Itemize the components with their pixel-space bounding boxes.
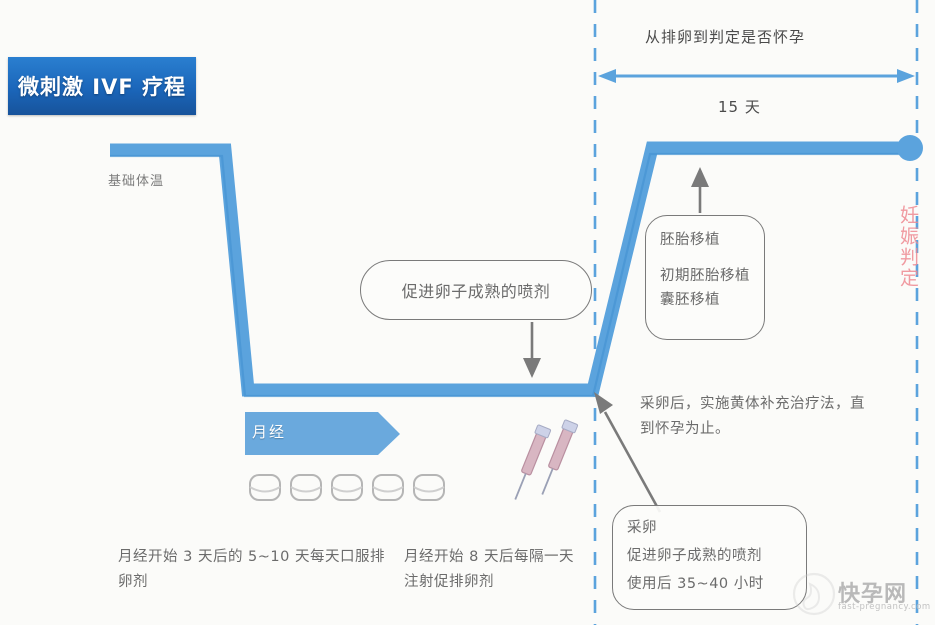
bbt-endpoint-dot <box>897 135 923 161</box>
pregnancy-verdict-label: 妊娠判定 <box>897 205 919 289</box>
watermark-logo <box>792 572 836 616</box>
callout-maturation-spray: 促进卵子成熟的喷剂 <box>360 260 592 320</box>
callout-egg-retrieval-line2: 促进卵子成熟的喷剂 <box>627 548 762 564</box>
span-label-days: 15 天 <box>718 98 761 116</box>
title-banner: 微刺激 IVF 疗程 <box>8 57 196 115</box>
retrieval-arrow <box>603 411 662 513</box>
retrieval-arrow-head <box>594 392 613 414</box>
pill-icon <box>290 474 322 501</box>
note-oral-ovulation-drug: 月经开始 3 天后的 5~10 天每天口服排卵剂 <box>118 549 385 590</box>
syringe-icons <box>514 419 579 500</box>
callout-embryo-transfer-heading: 胚胎移植 <box>660 232 720 248</box>
callout-maturation-spray-text: 促进卵子成熟的喷剂 <box>401 282 551 301</box>
transfer-arrow-head <box>691 167 709 187</box>
span-arrow-head-left <box>598 69 616 83</box>
spray-arrow-head <box>523 358 541 378</box>
callout-egg-retrieval: 采卵 促进卵子成熟的喷剂 使用后 35~40 小时 <box>612 505 807 610</box>
span-arrow-head-right <box>897 69 915 83</box>
pill-icons <box>249 474 445 501</box>
callout-embryo-transfer: 胚胎移植 初期胚胎移植 囊胚移植 <box>645 215 765 340</box>
pill-icon <box>372 474 404 501</box>
pill-icon <box>249 474 281 501</box>
pill-icon <box>331 474 363 501</box>
callout-embryo-transfer-line1: 初期胚胎移植 <box>660 268 750 284</box>
syringe-icon <box>541 419 579 495</box>
note-luteal-support: 采卵后，实施黄体补充治疗法，直到怀孕为止。 <box>640 396 865 437</box>
callout-egg-retrieval-line3: 使用后 35~40 小时 <box>627 576 764 592</box>
bbt-curve <box>110 141 903 397</box>
span-label-ovulation-to-verdict: 从排卵到判定是否怀孕 <box>645 28 806 46</box>
note-injection-ovulation-drug: 月经开始 8 天后每隔一天注射促排卵剂 <box>404 549 574 590</box>
watermark-brand: 快孕网 <box>838 582 908 607</box>
callout-egg-retrieval-line1: 采卵 <box>627 520 657 536</box>
menses-band <box>245 412 400 455</box>
title-banner-text: 微刺激 IVF 疗程 <box>17 75 187 99</box>
menses-label: 月经 <box>252 423 287 441</box>
bbt-label: 基础体温 <box>108 174 165 189</box>
callout-embryo-transfer-line2: 囊胚移植 <box>660 292 720 308</box>
watermark-url: fast-pregnancy.com <box>838 602 931 612</box>
pill-icon <box>413 474 445 501</box>
bbt-curve-shadow <box>110 152 903 398</box>
syringe-icon <box>514 424 552 500</box>
